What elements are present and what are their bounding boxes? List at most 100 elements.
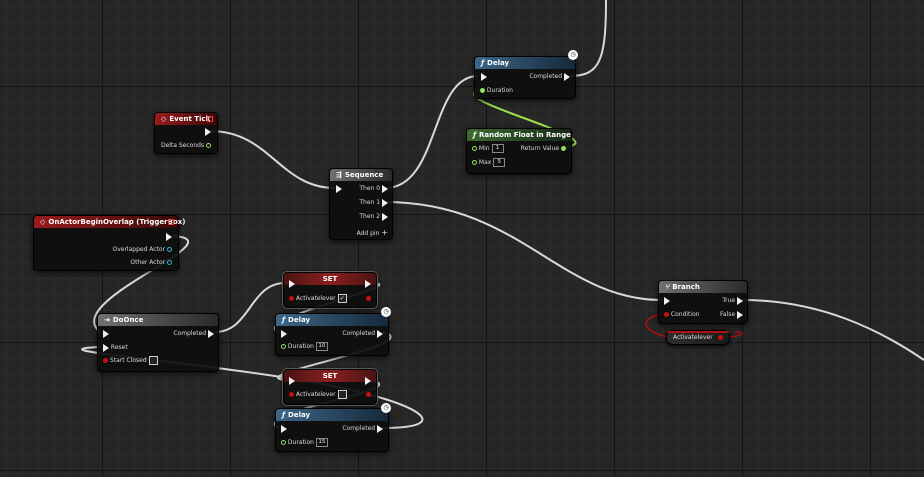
return-value-label: Return Value <box>520 145 560 152</box>
value-pin[interactable] <box>289 296 294 301</box>
reset-pin[interactable] <box>103 343 109 352</box>
then2-pin[interactable] <box>382 212 388 221</box>
wire-getter-condition <box>645 313 668 338</box>
exec-in-pin[interactable] <box>281 329 287 338</box>
activatelever-getter[interactable]: Activatelever <box>666 330 730 345</box>
then0-pin[interactable] <box>382 184 388 193</box>
completed-pin[interactable] <box>377 424 383 433</box>
exec-in-pin[interactable] <box>103 329 109 338</box>
delay1-duration: Duration <box>287 343 314 350</box>
event-tick-header: ◇Event Tick <box>155 113 217 125</box>
max-label: Max <box>478 159 492 166</box>
overlap-header: ◇OnActorBeginOverlap (TriggerBox) <box>34 216 185 228</box>
sequence-node[interactable]: ⇶Sequence Then 0 Then 1 Then 2 Add pin + <box>329 168 393 240</box>
wire-then0-delay <box>384 75 479 189</box>
exec-in-pin[interactable] <box>281 424 287 433</box>
set1-var: Activatelever <box>295 295 336 302</box>
event-tick-node[interactable]: ◇Event Tick Delta Seconds <box>154 112 218 154</box>
exec-out-pin[interactable] <box>166 232 172 241</box>
set2-checkbox[interactable] <box>337 390 347 399</box>
branch-node[interactable]: ⑂Branch True False Condition <box>658 280 748 324</box>
duration-pin[interactable] <box>281 344 286 349</box>
then0-label: Then 0 <box>359 185 381 192</box>
delegate-pin[interactable] <box>207 116 213 122</box>
condition-pin[interactable] <box>664 312 669 317</box>
exec-out-pin[interactable] <box>205 127 211 136</box>
start-closed-pin[interactable] <box>103 358 108 363</box>
set2-header: SET <box>284 370 376 382</box>
value-pin[interactable] <box>289 392 294 397</box>
max-pin[interactable] <box>472 160 477 165</box>
getter-label: Activatelever <box>673 334 713 341</box>
function-icon: ƒ <box>481 59 485 67</box>
duration-pin[interactable] <box>281 440 286 445</box>
branch-icon: ⑂ <box>665 283 670 291</box>
then2-label: Then 2 <box>359 213 381 220</box>
function-icon: ƒ <box>473 131 477 139</box>
other-actor-pin[interactable] <box>167 260 172 265</box>
delegate-pin[interactable] <box>168 219 174 225</box>
wire-tick-sequence <box>209 130 336 189</box>
output-pin[interactable] <box>366 296 371 301</box>
exec-in-pin[interactable] <box>336 184 342 193</box>
then1-pin[interactable] <box>382 198 388 207</box>
overlap-event-node[interactable]: ◇OnActorBeginOverlap (TriggerBox) Overla… <box>33 215 185 271</box>
min-pin[interactable] <box>472 146 477 151</box>
sequence-icon: ⇶ <box>336 171 342 179</box>
add-pin-label[interactable]: Add pin <box>356 230 380 237</box>
do-once-node[interactable]: ⇥DoOnce Completed Reset Start Closed <box>97 313 219 372</box>
then1-label: Then 1 <box>359 199 381 206</box>
delta-seconds-pin[interactable] <box>206 143 211 148</box>
set-node-1[interactable]: SET Activatelever ✓ <box>282 271 378 309</box>
wire-doonce-set1 <box>214 282 286 333</box>
delay2-completed: Completed <box>342 425 376 432</box>
diamond-icon: ◇ <box>40 218 46 226</box>
completed-pin[interactable] <box>564 72 570 81</box>
set-node-2[interactable]: SET Activatelever <box>282 368 378 406</box>
exec-out-pin[interactable] <box>365 279 371 288</box>
start-closed-label: Start Closed <box>109 357 147 364</box>
delay1-value-box[interactable]: 10 <box>315 342 328 351</box>
overlapped-actor-pin[interactable] <box>167 247 172 252</box>
set2-var: Activatelever <box>295 391 336 398</box>
sequence-title: Sequence <box>344 171 384 179</box>
delay2-value-box[interactable]: 15 <box>315 438 328 447</box>
true-label: True <box>722 297 736 304</box>
reset-label: Reset <box>110 344 128 351</box>
true-pin[interactable] <box>737 296 743 305</box>
exec-out-pin[interactable] <box>365 376 371 385</box>
exec-in-pin[interactable] <box>289 279 295 288</box>
getter-output-pin[interactable] <box>717 335 723 340</box>
return-value-pin[interactable] <box>561 146 566 151</box>
wire-then1-branch <box>384 201 663 301</box>
duration-pin[interactable] <box>480 88 485 93</box>
exec-in-pin[interactable] <box>289 376 295 385</box>
overlapped-actor-label: Overlapped Actor <box>112 246 166 253</box>
false-pin[interactable] <box>737 310 743 319</box>
completed-pin[interactable] <box>377 329 383 338</box>
output-pin[interactable] <box>366 392 371 397</box>
delay-top-title: Delay <box>487 59 510 67</box>
clock-icon: ◷ <box>568 50 578 60</box>
plus-icon[interactable]: + <box>381 228 388 237</box>
exec-in-pin[interactable] <box>481 72 487 81</box>
delay2-title: Delay <box>288 411 311 419</box>
min-value-box[interactable]: 1 <box>491 144 504 153</box>
set1-checkbox[interactable]: ✓ <box>337 294 347 303</box>
other-actor-label: Other Actor <box>130 259 166 266</box>
completed-pin[interactable] <box>208 329 214 338</box>
event-tick-title: Event Tick <box>169 115 211 123</box>
false-label: False <box>720 311 736 318</box>
exec-in-pin[interactable] <box>664 296 670 305</box>
start-closed-checkbox[interactable] <box>148 356 158 365</box>
delay1-title: Delay <box>288 316 311 324</box>
max-value-box[interactable]: 5 <box>493 158 506 167</box>
do-once-header: ⇥DoOnce <box>98 314 218 326</box>
